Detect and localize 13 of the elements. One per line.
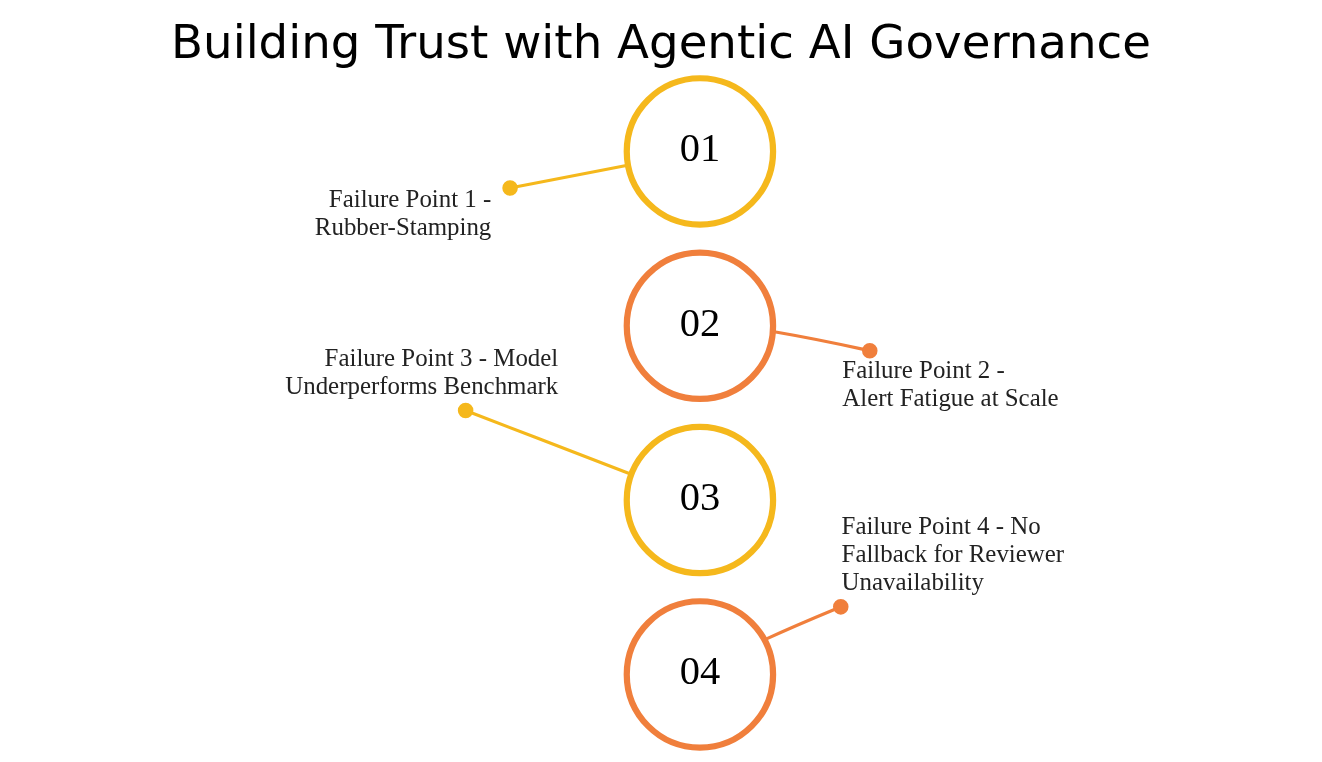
connector (502, 163, 628, 196)
connector (457, 402, 632, 476)
connector (764, 599, 849, 641)
connector (772, 330, 878, 359)
node-circle: 03 (623, 423, 777, 577)
node-text: Failure Point 3 - Model Underperforms Benchmark (285, 343, 559, 399)
node-circle: 02 (623, 249, 777, 402)
diagram-title: Building Trust with Agentic AI Governance (171, 15, 1151, 70)
node-circle: 01 (623, 75, 777, 228)
node-text: Failure Point 1 - Rubber-Stamping (314, 185, 492, 241)
node-text: Failure Point 4 - No Fallback for Reviewer Unavailability (841, 512, 1065, 596)
node-text: Failure Point 2 - Alert Fatigue at Scale (842, 356, 1059, 412)
node-circle: 04 (623, 598, 777, 751)
